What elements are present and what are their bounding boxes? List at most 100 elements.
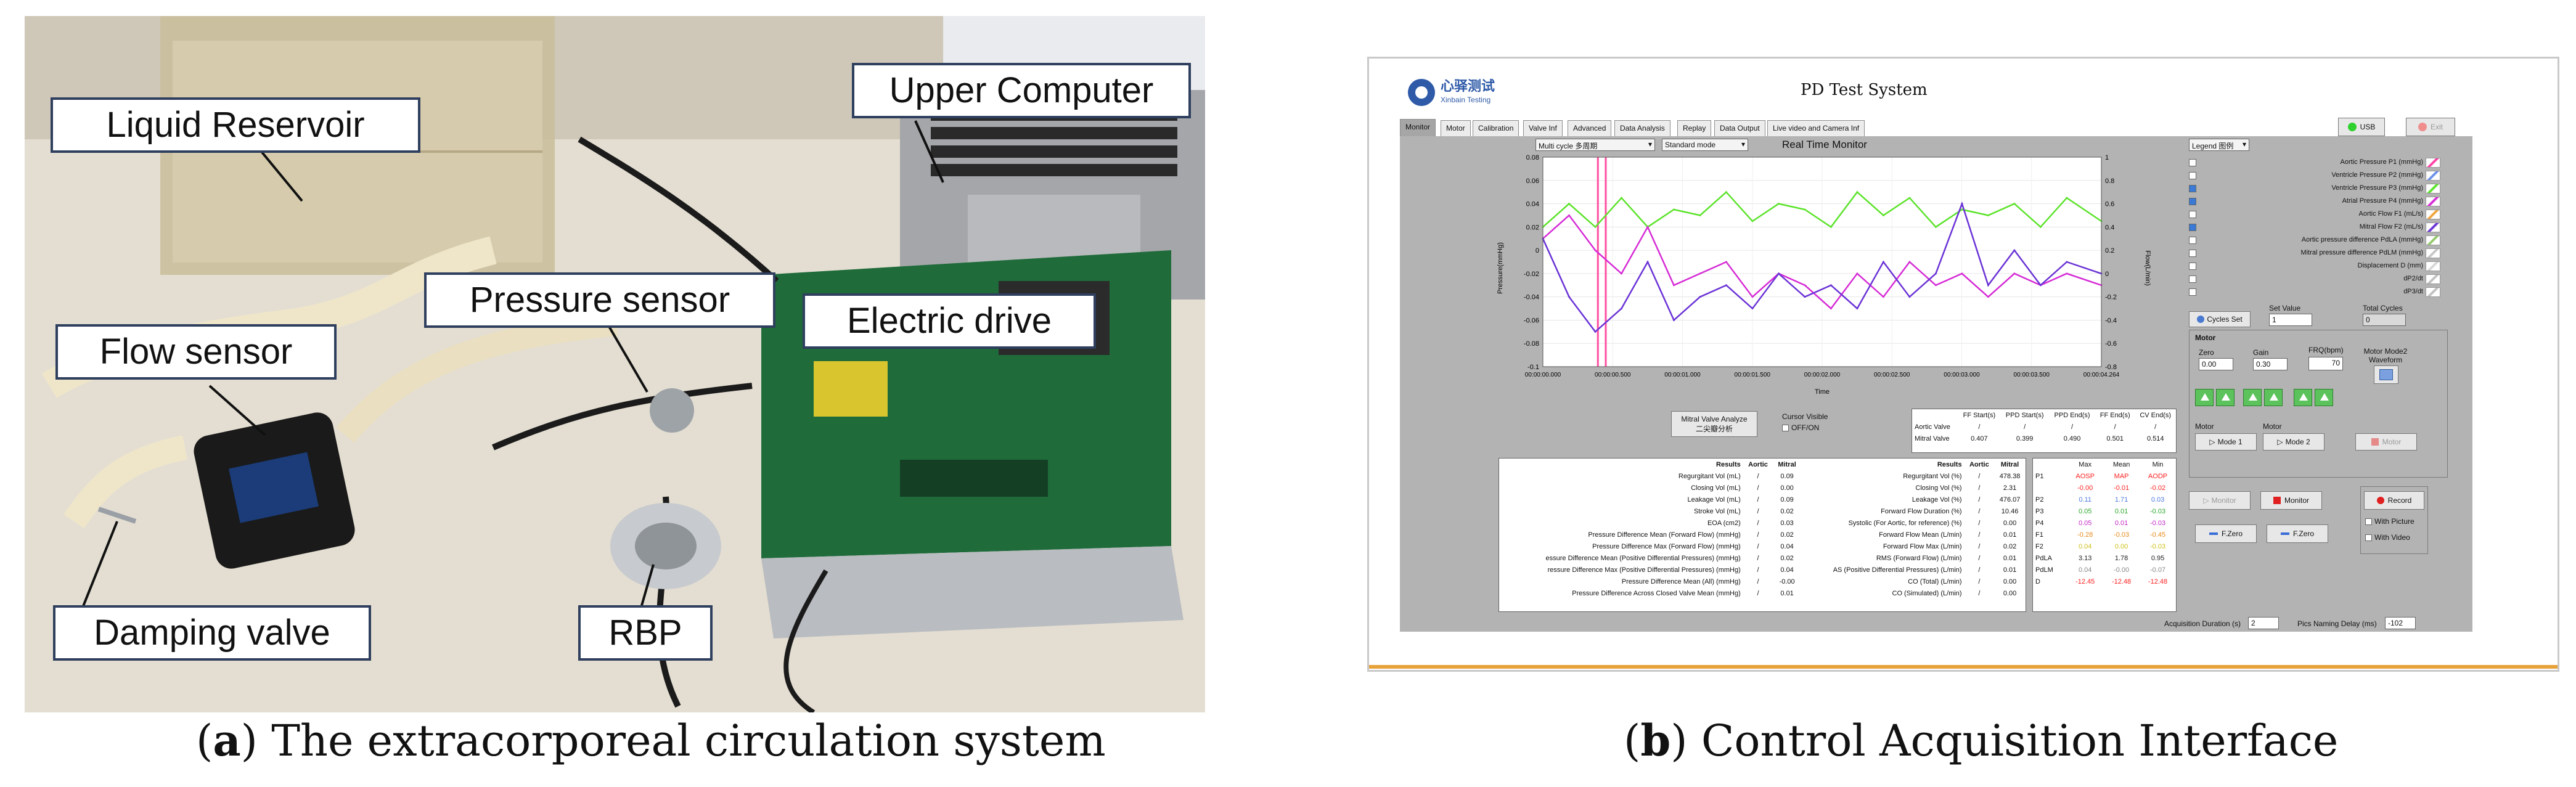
zero-up-button[interactable] xyxy=(2195,389,2214,406)
freq-down-button[interactable] xyxy=(2315,389,2333,406)
series-point xyxy=(1830,226,1832,228)
tab-motor[interactable]: Motor xyxy=(1441,120,1471,136)
tab-data-analysis[interactable]: Data Analysis xyxy=(1614,120,1670,136)
with-video-checkbox[interactable] xyxy=(2365,534,2372,542)
fzero-button-1[interactable]: F.Zero xyxy=(2195,524,2257,543)
tab-valve-inf[interactable]: Valve Inf xyxy=(1523,120,1563,136)
set-value-label: Set Value xyxy=(2269,304,2301,312)
tab-calibration[interactable]: Calibration xyxy=(1473,120,1519,136)
logo-en: Xinbain Testing xyxy=(1441,96,1491,104)
tab-live-video[interactable]: Live video and Camera Inf xyxy=(1767,120,1865,136)
legend-item[interactable]: dP2/dt xyxy=(2189,274,2472,286)
results-cell: 0.01 xyxy=(2003,554,2017,562)
tab-advanced[interactable]: Advanced xyxy=(1568,120,1612,136)
results-cell: Closing Vol (%) xyxy=(1915,484,1962,492)
plot-border xyxy=(1542,157,2102,367)
cursor-toggle-checkbox[interactable] xyxy=(1782,425,1789,432)
legend-checkbox[interactable] xyxy=(2189,275,2196,283)
x-tick: 00:00:01.000 xyxy=(1664,372,1701,378)
stats-cell: -0.07 xyxy=(2149,566,2166,574)
legend-item[interactable]: dP3/dt xyxy=(2189,287,2472,299)
tab-replay[interactable]: Replay xyxy=(1677,120,1712,136)
zero-down-button[interactable] xyxy=(2216,389,2235,406)
pd-test-system-window: 心驿测试 Xinbain Testing PD Test System USB … xyxy=(1367,57,2559,672)
set-value-input[interactable]: 1 xyxy=(2269,314,2312,326)
cursor-visible-label: Cursor Visible xyxy=(1782,412,1828,421)
cycle-mode-select[interactable]: Multi cycle 多周期 ▾ xyxy=(1535,139,1655,151)
timing-cell: 0.399 xyxy=(2016,434,2034,442)
legend-item[interactable]: Mitral Flow F2 (mL/s) xyxy=(2189,222,2472,234)
freq-input[interactable]: 70 xyxy=(2308,357,2343,370)
record-button[interactable]: Record xyxy=(2364,491,2424,510)
waveform-button[interactable] xyxy=(2374,365,2398,384)
results-row: Pressure Difference Across Closed Valve … xyxy=(1499,587,2026,599)
acq-duration-input[interactable]: 2 xyxy=(2248,617,2279,629)
results-cell: / xyxy=(1757,519,1759,527)
gain-up-button[interactable] xyxy=(2243,389,2262,406)
legend-checkbox[interactable] xyxy=(2189,288,2196,296)
legend-item[interactable]: Mitral pressure difference PdLM (mmHg) xyxy=(2189,248,2472,260)
gain-input[interactable]: 0.30 xyxy=(2253,358,2288,370)
app-title: PD Test System xyxy=(1801,81,1928,99)
legend-checkbox[interactable] xyxy=(2189,159,2196,166)
chevron-down-icon: ▾ xyxy=(2242,140,2246,149)
cycles-set-button[interactable]: Cycles Set xyxy=(2189,311,2251,327)
legend-swatch-icon xyxy=(2426,210,2440,219)
fzero-button-2[interactable]: F.Zero xyxy=(2267,524,2328,543)
series-point xyxy=(1961,203,1963,205)
legend-checkbox[interactable] xyxy=(2189,198,2196,205)
legend-item[interactable]: Ventricle Pressure P2 (mmHg) xyxy=(2189,170,2472,182)
exit-button[interactable]: Exit xyxy=(2406,118,2455,136)
legend-item[interactable]: Ventricle Pressure P3 (mmHg) xyxy=(2189,183,2472,195)
fzero-icon xyxy=(2209,532,2218,535)
mode1-button[interactable]: ▷Mode 1 xyxy=(2195,433,2257,451)
valve-timing-table: FF Start(s)PPD Start(s)PPD End(s)FF End(… xyxy=(1912,409,2177,453)
legend-checkbox[interactable] xyxy=(2189,211,2196,218)
tab-monitor[interactable]: Monitor xyxy=(1400,119,1436,136)
legend-checkbox[interactable] xyxy=(2189,172,2196,179)
legend-item[interactable]: Aortic Flow F1 (mL/s) xyxy=(2189,209,2472,221)
stats-header: Min xyxy=(2152,460,2164,468)
standard-mode-select[interactable]: Standard mode ▾ xyxy=(1662,139,1748,151)
monitor-disabled-button[interactable]: ▷Monitor xyxy=(2189,491,2251,510)
logo-icon xyxy=(1408,79,1435,106)
stats-row: F1-0.28-0.03-0.45 xyxy=(2033,529,2176,540)
timing-header: FF End(s) xyxy=(2100,411,2130,419)
legend-item[interactable]: Atrial Pressure P4 (mmHg) xyxy=(2189,196,2472,208)
tab-data-output[interactable]: Data Output xyxy=(1714,120,1765,136)
legend-checkbox[interactable] xyxy=(2189,263,2196,270)
series-point xyxy=(2013,272,2016,275)
legend-select[interactable]: Legend 图例 ▾ xyxy=(2189,139,2249,151)
legend-item[interactable]: Aortic pressure difference PdLA (mmHg) xyxy=(2189,235,2472,247)
motor-mode1-label: Motor xyxy=(2195,422,2214,431)
mitral-analyze-button[interactable]: Mitral Valve Analyze 二尖瓣分析 xyxy=(1671,411,1757,437)
legend-checkbox[interactable] xyxy=(2189,237,2196,244)
legend-checkbox[interactable] xyxy=(2189,185,2196,192)
freq-up-button[interactable] xyxy=(2294,389,2312,406)
results-cell: 0.02 xyxy=(2003,542,2017,550)
x-tick: 00:00:01.500 xyxy=(1735,372,1771,378)
naming-delay-input[interactable]: -102 xyxy=(2385,617,2416,629)
motor-stop-button[interactable]: Motor xyxy=(2355,433,2417,451)
gain-down-button[interactable] xyxy=(2264,389,2283,406)
legend-item[interactable]: Displacement D (mm) xyxy=(2189,261,2472,273)
legend-label: Displacement D (mm) xyxy=(2357,262,2423,269)
legend-checkbox[interactable] xyxy=(2189,224,2196,231)
series-point xyxy=(1830,308,1832,310)
zero-input[interactable]: 0.00 xyxy=(2199,358,2233,370)
with-picture-option[interactable]: With Picture xyxy=(2365,517,2414,526)
monitor-button[interactable]: Monitor xyxy=(2260,491,2322,510)
mode2-button[interactable]: ▷Mode 2 xyxy=(2263,433,2325,451)
results-cell: Pressure Difference Across Closed Valve … xyxy=(1572,589,1741,597)
legend-checkbox[interactable] xyxy=(2189,250,2196,257)
series-point xyxy=(1882,214,1884,216)
stats-cell: 0.05 xyxy=(2078,519,2092,527)
with-video-option[interactable]: With Video xyxy=(2365,533,2410,542)
stats-cell: AODP xyxy=(2148,472,2168,480)
cursor-toggle[interactable]: OFF/ON xyxy=(1782,423,1819,432)
legend-item[interactable]: Aortic Pressure P1 (mmHg) xyxy=(2189,157,2472,169)
motor-stop-label: Motor xyxy=(2382,438,2402,446)
with-picture-checkbox[interactable] xyxy=(2365,518,2372,526)
